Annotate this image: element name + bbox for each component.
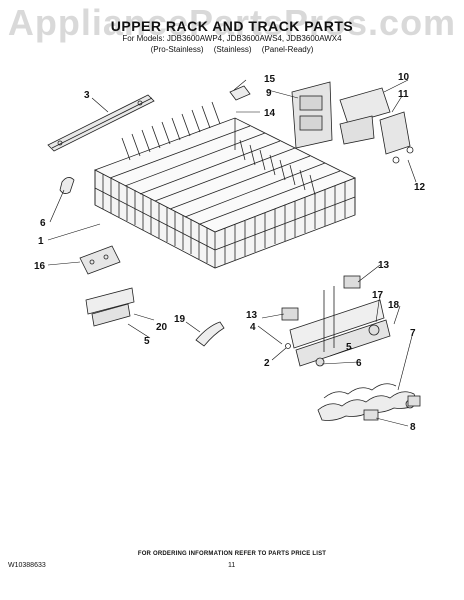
callout-13-left: 13: [246, 310, 258, 321]
part-16-bracket: [79, 245, 121, 275]
callout-11: 11: [398, 89, 409, 100]
callout-5-left: 5: [144, 336, 150, 347]
part-11-valve: [379, 111, 414, 164]
document-number: W10388633: [8, 562, 46, 569]
callout-5-right: 5: [346, 342, 352, 353]
watermark: AppliancePartsPros.com: [7, 2, 457, 43]
part-3-rail: [47, 94, 155, 152]
callout-15: 15: [264, 74, 276, 85]
callout-1: 1: [38, 236, 44, 247]
callout-2: 2: [264, 358, 270, 369]
callout-14: 14: [264, 108, 276, 119]
callout-16: 16: [34, 261, 46, 272]
callout-18: 18: [388, 300, 400, 311]
finish-pro-stainless: (Pro-Stainless): [150, 45, 204, 54]
callout-8: 8: [410, 422, 416, 433]
part-15-clip: [229, 85, 251, 101]
callout-19: 19: [174, 314, 186, 325]
track-assembly: [281, 275, 391, 367]
callout-10: 10: [398, 72, 410, 83]
callout-20: 20: [156, 322, 168, 333]
page-number: 11: [228, 562, 236, 569]
upper-rack: [94, 101, 356, 269]
model-list: For Models: JDB3600AWP4, JDB3600AWS4, JD…: [122, 34, 342, 43]
part-9-spray-arm-upper: [291, 81, 333, 149]
callout-7: 7: [410, 328, 416, 339]
finish-list: (Pro-Stainless) (Stainless) (Panel-Ready…: [0, 45, 464, 54]
callout-9: 9: [266, 88, 272, 99]
callout-6-left: 6: [40, 218, 46, 229]
callout-13-top: 13: [378, 260, 390, 271]
callout-3: 3: [84, 90, 90, 101]
callout-6-right: 6: [356, 358, 362, 369]
callout-17: 17: [372, 290, 384, 301]
callout-4: 4: [250, 322, 256, 333]
part-19-clip: [195, 321, 225, 347]
finish-panel-ready: (Panel-Ready): [261, 45, 314, 54]
page-title: UPPER RACK AND TRACK PARTS: [110, 18, 354, 34]
rack-tines-front: [102, 174, 346, 264]
part-8-stops: [363, 395, 421, 421]
rack-tines-interior: [121, 101, 316, 196]
ordering-note: FOR ORDERING INFORMATION REFER TO PARTS …: [137, 551, 327, 557]
finish-stainless: (Stainless): [213, 45, 252, 54]
leader-lines: [47, 79, 417, 427]
part-20-plate: [85, 287, 135, 327]
callout-12: 12: [414, 182, 426, 193]
part-10-connector: [339, 87, 391, 145]
part-6-left: [59, 177, 75, 194]
